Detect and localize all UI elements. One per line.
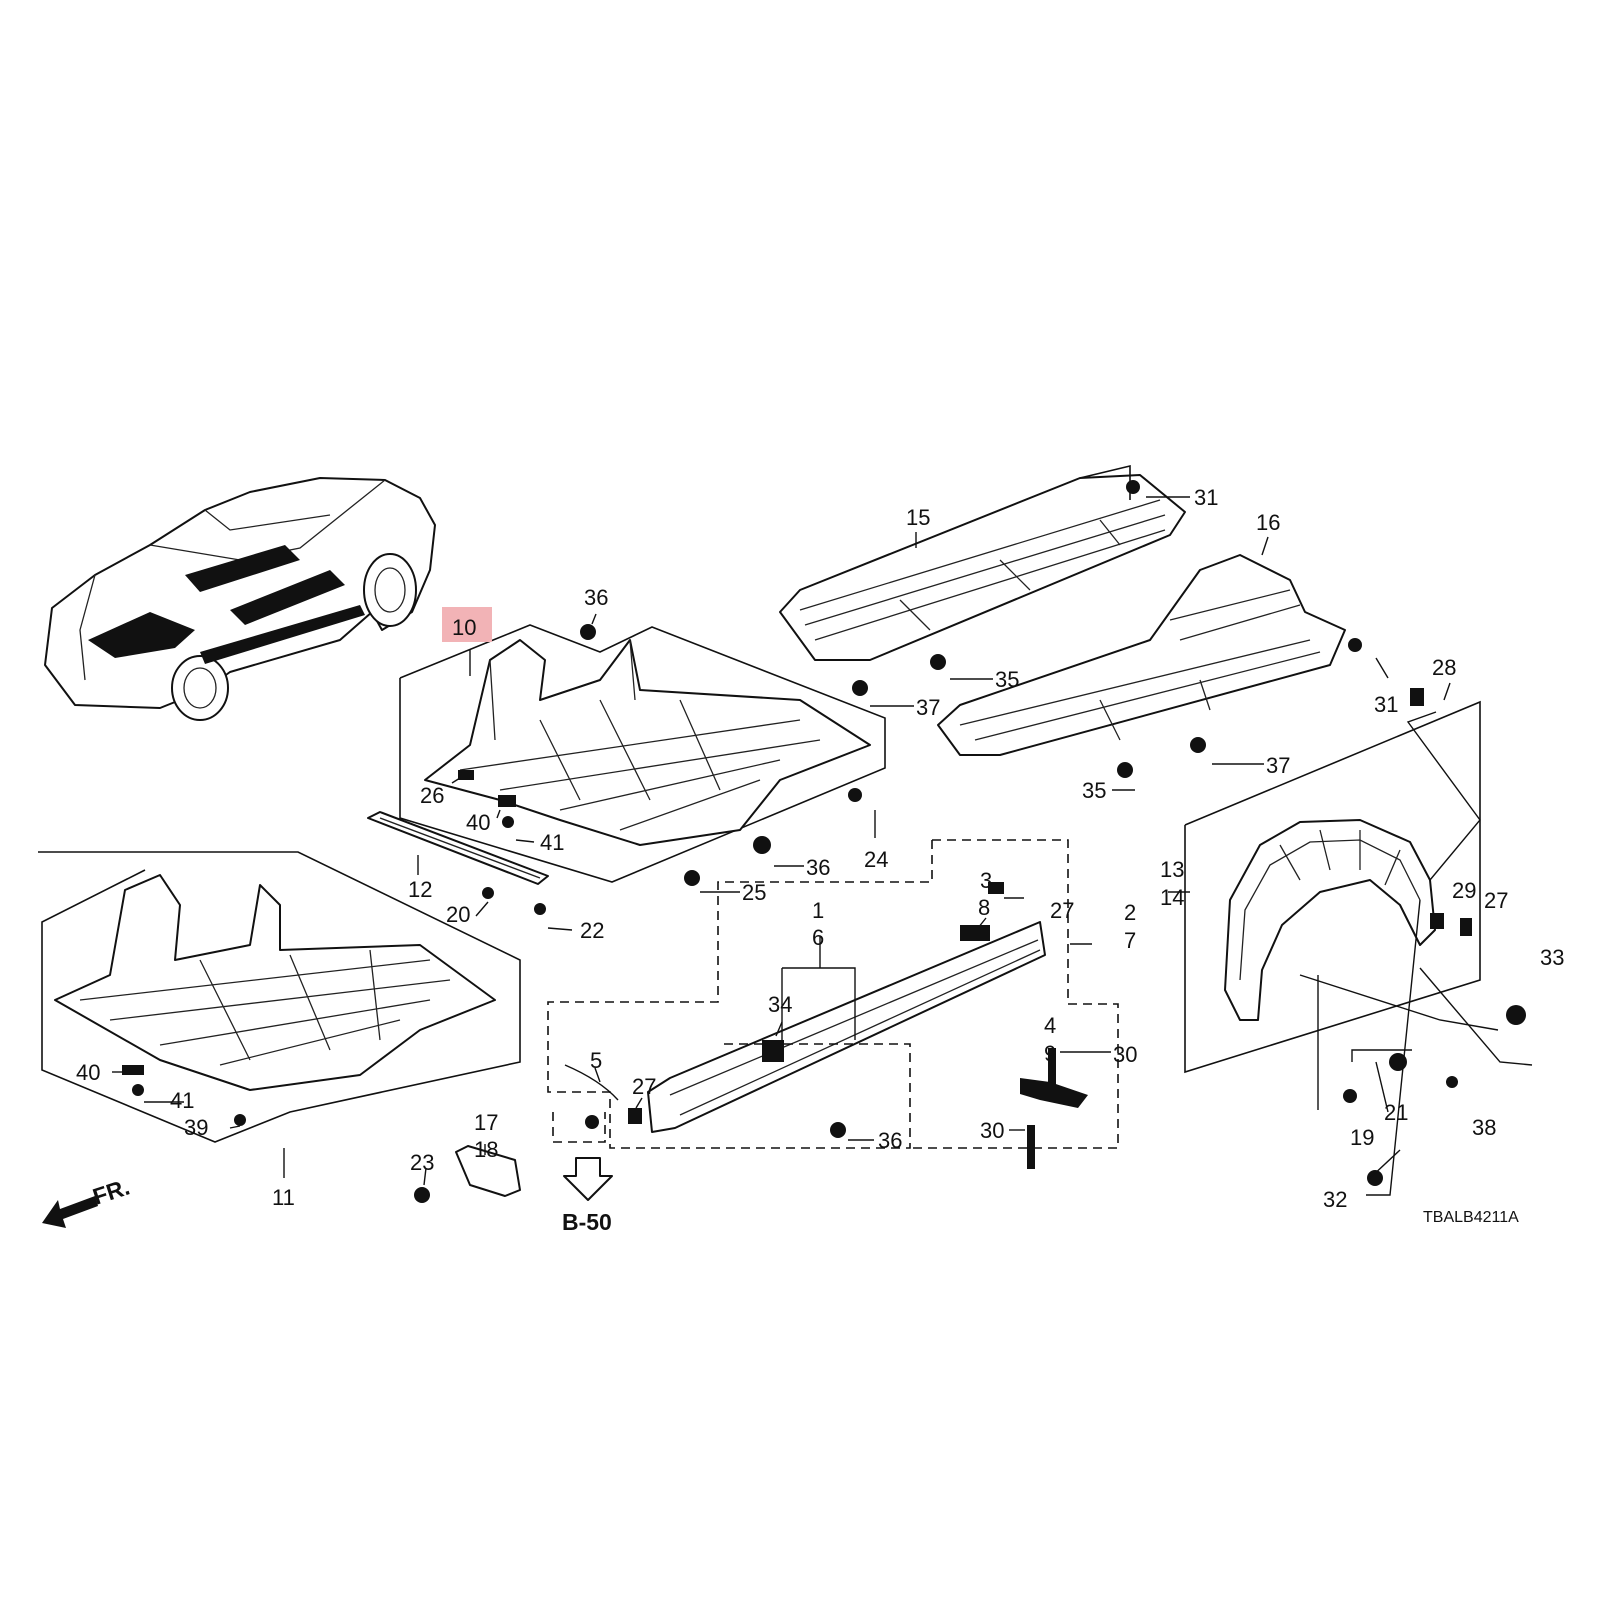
callout-12: 12 bbox=[408, 877, 432, 902]
callout-28: 28 bbox=[1432, 655, 1456, 680]
diagram-code: TBALB4211A bbox=[1423, 1209, 1519, 1226]
leader-lines bbox=[112, 496, 1533, 1196]
callout-26: 26 bbox=[420, 783, 444, 808]
callout-31: 31 bbox=[1194, 485, 1218, 510]
part-15-under-cover bbox=[779, 464, 1186, 661]
mud-guard bbox=[455, 1145, 521, 1197]
vehicle-overview-illustration bbox=[44, 477, 436, 721]
callout-38: 38 bbox=[1472, 1115, 1496, 1140]
callout-30: 30 bbox=[1113, 1042, 1137, 1067]
callout-40: 40 bbox=[76, 1060, 100, 1085]
reference-label: B-50 bbox=[562, 1209, 612, 1235]
callout-27: 27 bbox=[1050, 898, 1074, 923]
callout-27: 27 bbox=[632, 1074, 656, 1099]
front-label: FR. bbox=[90, 1174, 133, 1210]
callout-41: 41 bbox=[170, 1088, 194, 1113]
front-arrow-icon bbox=[42, 1196, 98, 1228]
part-10-group bbox=[399, 624, 886, 883]
fender-liner bbox=[1184, 700, 1481, 1074]
callout-27: 27 bbox=[1484, 888, 1508, 913]
callout-33: 33 bbox=[1540, 945, 1564, 970]
callout-40: 40 bbox=[466, 810, 490, 835]
front-direction-indicator: FR. bbox=[42, 1174, 133, 1228]
part-12-strip bbox=[367, 811, 549, 885]
callout-3: 3 bbox=[980, 868, 992, 893]
callout-8: 8 bbox=[978, 895, 990, 920]
part-11-group bbox=[38, 851, 521, 1143]
callout-24: 24 bbox=[864, 847, 888, 872]
callout-5: 5 bbox=[590, 1048, 602, 1073]
callout-30: 30 bbox=[980, 1118, 1004, 1143]
callout-17: 17 bbox=[474, 1110, 498, 1135]
side-sill-garnish bbox=[547, 839, 1119, 1149]
reference-b50: B-50 bbox=[562, 1157, 613, 1235]
callout-32: 32 bbox=[1323, 1187, 1347, 1212]
callout-20: 20 bbox=[446, 902, 470, 927]
callout-31: 31 bbox=[1374, 692, 1398, 717]
callout-36: 36 bbox=[878, 1128, 902, 1153]
callout-9: 9 bbox=[1044, 1041, 1056, 1066]
part-10-highlight-box bbox=[442, 607, 492, 642]
callout-6: 6 bbox=[812, 925, 824, 950]
callout-35: 35 bbox=[995, 667, 1019, 692]
callout-15: 15 bbox=[906, 505, 930, 530]
callout-labels: 10 36 26 40 41 12 20 22 25 24 36 15 37 3… bbox=[76, 485, 1564, 1212]
callout-25: 25 bbox=[742, 880, 766, 905]
callout-37: 37 bbox=[916, 695, 940, 720]
callout-22: 22 bbox=[580, 918, 604, 943]
callout-34: 34 bbox=[768, 992, 792, 1017]
callout-21: 21 bbox=[1384, 1100, 1408, 1125]
callout-35: 35 bbox=[1082, 778, 1106, 803]
callout-37: 37 bbox=[1266, 753, 1290, 778]
callout-11: 11 bbox=[272, 1185, 295, 1210]
callout-19: 19 bbox=[1350, 1125, 1374, 1150]
callout-7: 7 bbox=[1124, 928, 1136, 953]
callout-2: 2 bbox=[1124, 900, 1136, 925]
callout-10: 10 bbox=[452, 615, 476, 640]
callout-36: 36 bbox=[584, 585, 608, 610]
callout-39: 39 bbox=[184, 1115, 208, 1140]
callout-13: 13 bbox=[1160, 857, 1184, 882]
callout-1: 1 bbox=[812, 898, 824, 923]
callout-23: 23 bbox=[410, 1150, 434, 1175]
callout-4: 4 bbox=[1044, 1013, 1056, 1038]
callout-41: 41 bbox=[540, 830, 564, 855]
callout-36: 36 bbox=[806, 855, 830, 880]
callout-29: 29 bbox=[1452, 878, 1476, 903]
callout-16: 16 bbox=[1256, 510, 1280, 535]
callout-18: 18 bbox=[474, 1137, 498, 1162]
callout-14: 14 bbox=[1160, 885, 1184, 910]
part-16-under-cover bbox=[937, 554, 1346, 756]
